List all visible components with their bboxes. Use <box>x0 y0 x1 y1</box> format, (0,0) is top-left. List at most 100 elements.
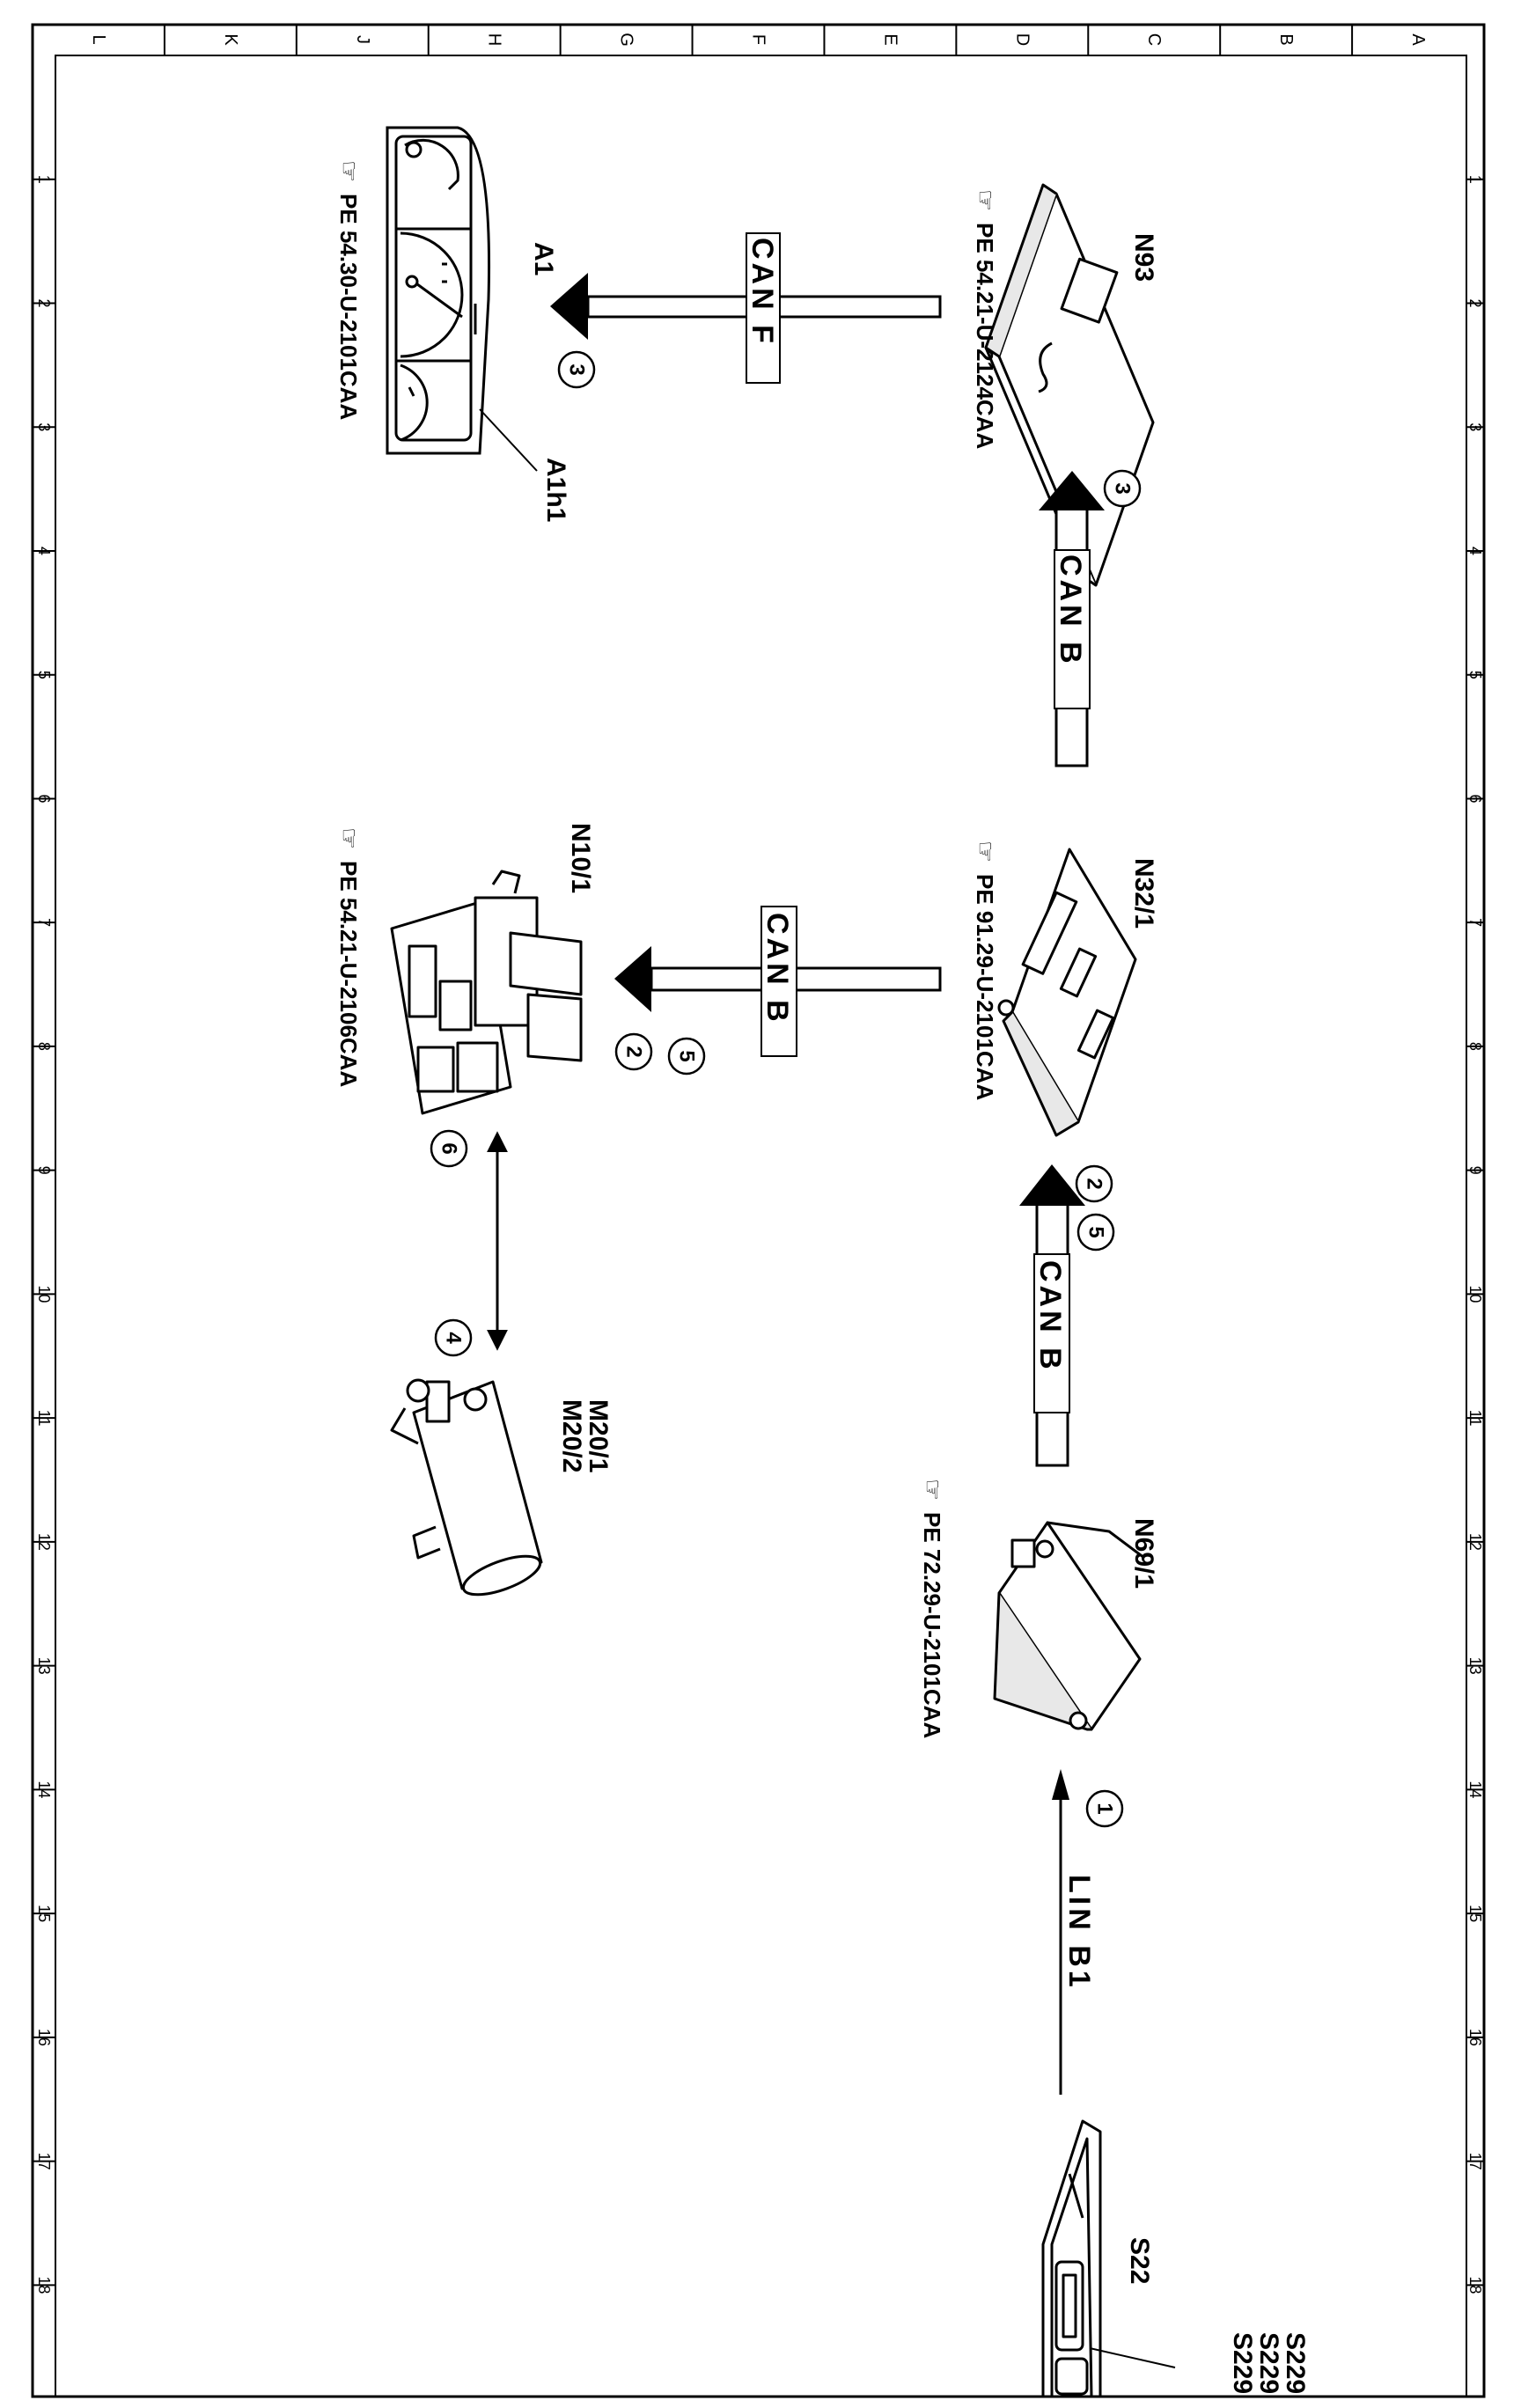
step-circle: 2 <box>1075 1164 1113 1203</box>
column-letter: L <box>89 34 108 44</box>
n69-1-reference: ☞ PE 72.29-U-2101CAA <box>919 1479 946 1738</box>
svg-text:3: 3 <box>565 363 589 375</box>
row-number: 5 <box>1466 671 1484 679</box>
n32-1-label: N32/1 <box>1129 858 1158 929</box>
row-number: 14 <box>1466 1780 1484 1798</box>
m20-2-label: M20/2 <box>557 1399 586 1472</box>
n10-1-ref-text: PE 54.21-U-2106CAA <box>335 861 362 1087</box>
row-number: 4 <box>35 547 53 555</box>
control-unit-n69-1-drawing <box>993 1521 1145 1731</box>
s229-callout-1: S229 <box>1281 2332 1310 2394</box>
row-number: 11 <box>35 1410 53 1427</box>
component-n69-1[interactable]: N69/1 ☞ PE 72.29-U-2101CAA <box>919 1479 1158 1738</box>
can-b-upper-arrowhead <box>1039 471 1105 510</box>
row-number: 18 <box>1466 2276 1484 2294</box>
motor-drawing <box>390 1378 543 1597</box>
row-number: 3 <box>1466 422 1484 431</box>
row-number: 2 <box>35 298 53 307</box>
row-number: 16 <box>35 2029 53 2046</box>
svg-text:1: 1 <box>1093 1802 1117 1814</box>
can-b-label-lower: CAN B <box>1033 1260 1067 1373</box>
step-circle: 6 <box>430 1129 468 1168</box>
frame <box>31 23 1486 2398</box>
row-number: 10 <box>1466 1285 1484 1303</box>
can-b-label-upper: CAN B <box>1054 554 1087 667</box>
component-a1[interactable]: A1 A1h1 ☞ PE 54.30-U-2101CAA <box>335 126 570 522</box>
bus-can-b-n32-to-n10[interactable]: CAN B <box>614 906 942 1057</box>
row-number: 8 <box>35 1042 53 1051</box>
can-f-arrowhead <box>550 273 588 340</box>
n93-ref-text: PE 54.21-U-2124CAA <box>972 223 998 449</box>
a1-ref-text: PE 54.30-U-2101CAA <box>335 194 362 420</box>
can-b-lower-arrowhead <box>1019 1164 1085 1206</box>
svg-text:4: 4 <box>442 1332 466 1344</box>
row-number: 14 <box>35 1780 53 1798</box>
pointing-hand-icon: ☞ <box>335 160 363 182</box>
row-number: 12 <box>35 1533 53 1551</box>
s22-leader <box>1089 2347 1176 2368</box>
step-circle: 4 <box>434 1318 473 1357</box>
a1h1-callout: A1h1 <box>541 458 570 522</box>
svg-text:2: 2 <box>622 1046 646 1057</box>
column-letter: F <box>749 34 768 45</box>
column-letter: C <box>1144 33 1164 46</box>
step-markers: 3 3 5 2 2 5 6 4 <box>430 350 1142 1828</box>
n32-1-reference: ☞ PE 91.29-U-2101CAA <box>972 841 999 1100</box>
pointing-hand-icon: ☞ <box>919 1479 946 1501</box>
column-letter: B <box>1276 33 1296 45</box>
bus-can-b-n32-to-n93[interactable]: CAN B <box>1039 471 1105 767</box>
a1h1-leader <box>479 408 538 472</box>
bus-lin-b1[interactable]: LIN B1 <box>1052 1769 1096 2095</box>
row-number: 2 <box>1466 298 1484 307</box>
svg-text:3: 3 <box>1111 482 1135 494</box>
row-number: 7 <box>1466 918 1484 927</box>
row-number: 13 <box>35 1657 53 1675</box>
row-number: 3 <box>35 422 53 431</box>
can-b-middle-arrowhead <box>614 946 651 1012</box>
row-number: 17 <box>35 2153 53 2170</box>
row-number: 16 <box>1466 2029 1484 2046</box>
component-s22[interactable]: S22 S229 S229 S229 <box>1041 2119 1310 2398</box>
row-number: 4 <box>1466 547 1484 555</box>
column-letter: K <box>221 33 240 46</box>
bus-can-b-n69-to-n32[interactable]: CAN B <box>1019 1164 1085 1467</box>
row-number: 6 <box>1466 794 1484 803</box>
a1-reference: ☞ PE 54.30-U-2101CAA <box>335 160 363 420</box>
svg-text:5: 5 <box>675 1050 699 1061</box>
column-letter: D <box>1012 33 1032 46</box>
n69-1-ref-text: PE 72.29-U-2101CAA <box>919 1512 945 1738</box>
step-circle: 3 <box>557 350 596 389</box>
svg-text:5: 5 <box>1084 1226 1108 1237</box>
can-f-label: CAN F <box>746 238 779 347</box>
n10-1-label: N10/1 <box>566 823 595 893</box>
row-number: 18 <box>35 2276 53 2294</box>
row-number: 6 <box>35 794 53 803</box>
column-letter: H <box>485 33 504 46</box>
component-m20[interactable]: M20/1 M20/2 <box>390 1378 613 1603</box>
row-number: 10 <box>35 1285 53 1303</box>
fuse-relay-module-n10-1-drawing <box>390 870 583 1115</box>
row-number: 15 <box>1466 1905 1484 1922</box>
lin-b1-label: LIN B1 <box>1062 1875 1096 1991</box>
switch-panel-s22-drawing <box>1041 2119 1102 2398</box>
svg-text:2: 2 <box>1083 1178 1106 1189</box>
inner-border <box>55 55 1467 2397</box>
row-number: 8 <box>1466 1042 1484 1051</box>
component-n32-1[interactable]: N32/1 ☞ PE 91.29-U-2101CAA <box>972 841 1158 1137</box>
step-circle: 3 <box>1103 469 1142 508</box>
n93-reference: ☞ PE 54.21-U-2124CAA <box>972 189 999 449</box>
column-letter: E <box>880 33 900 45</box>
pointing-hand-icon: ☞ <box>972 841 999 863</box>
column-letter: G <box>617 33 636 47</box>
control-unit-n32-1-drawing <box>997 848 1137 1137</box>
s229-callout-3: S229 <box>1228 2332 1257 2394</box>
component-n10-1[interactable]: N10/1 ☞ PE 54.21-U-2106CAA <box>335 823 595 1115</box>
m20-1-label: M20/1 <box>584 1399 613 1472</box>
bus-can-f[interactable]: CAN F <box>550 232 942 384</box>
column-letter: J <box>353 35 372 44</box>
row-number: 9 <box>35 1166 53 1175</box>
n32-1-ref-text: PE 91.29-U-2101CAA <box>972 874 998 1100</box>
